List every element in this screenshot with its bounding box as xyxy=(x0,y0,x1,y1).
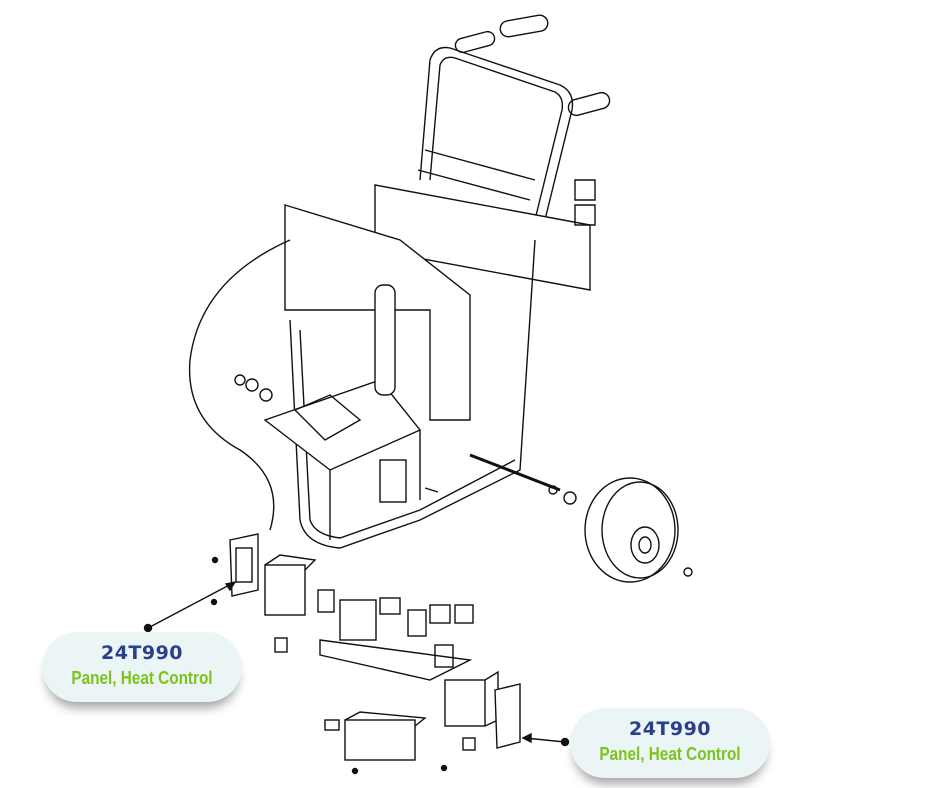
part-description: Panel, Heat Control xyxy=(71,668,213,688)
heat-control-components xyxy=(210,533,521,775)
hose xyxy=(188,239,291,531)
part-number: 24T990 xyxy=(628,718,712,740)
part-number: 24T990 xyxy=(100,642,184,664)
wheel xyxy=(548,477,693,583)
callout-right: 24T990 Panel, Heat Control xyxy=(570,708,770,778)
callout-left: 24T990 Panel, Heat Control xyxy=(42,632,242,702)
part-description: Panel, Heat Control xyxy=(599,744,741,764)
callout-leaders xyxy=(143,580,570,747)
cart-frame xyxy=(263,179,596,549)
cart-handle xyxy=(417,14,611,241)
fittings xyxy=(234,374,439,493)
